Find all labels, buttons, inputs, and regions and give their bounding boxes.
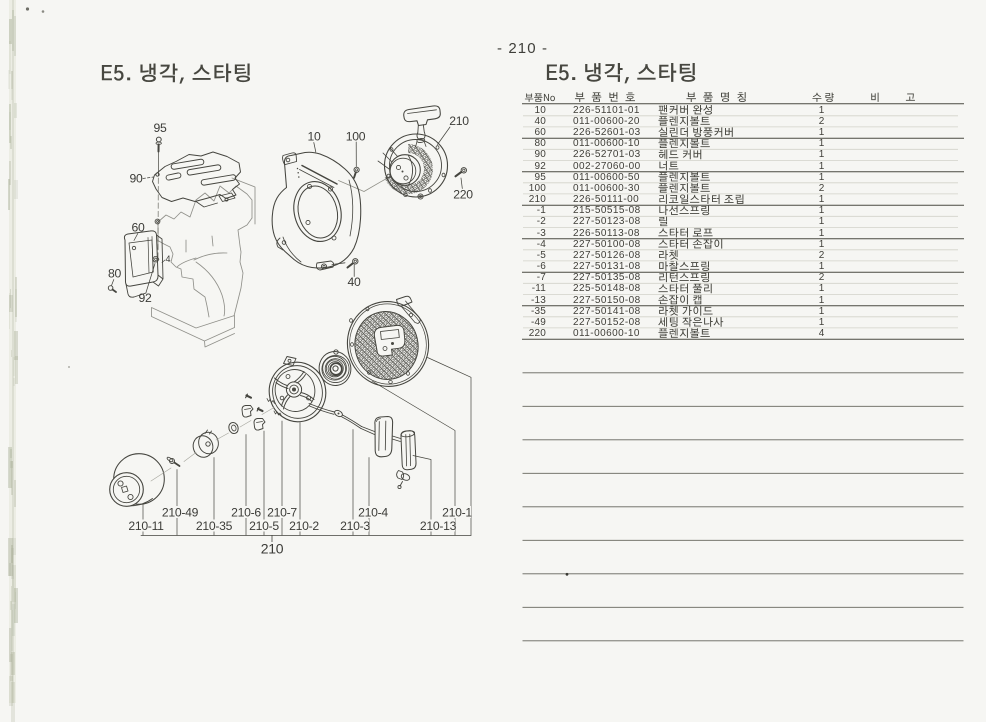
svg-text:210: 210 bbox=[261, 541, 284, 557]
svg-text:95: 95 bbox=[154, 121, 167, 135]
svg-text:40: 40 bbox=[348, 275, 361, 289]
svg-text:210: 210 bbox=[449, 114, 469, 128]
svg-text:210-49: 210-49 bbox=[162, 506, 199, 520]
svg-text:90: 90 bbox=[130, 171, 143, 185]
svg-text:210-2: 210-2 bbox=[289, 519, 319, 533]
svg-text:4: 4 bbox=[165, 254, 170, 264]
svg-text:210-1: 210-1 bbox=[442, 506, 472, 520]
svg-text:210-7: 210-7 bbox=[267, 506, 297, 520]
svg-text:210-35: 210-35 bbox=[196, 519, 233, 533]
svg-text:210-11: 210-11 bbox=[128, 519, 164, 533]
svg-text:100: 100 bbox=[346, 130, 366, 144]
svg-text:210-6: 210-6 bbox=[231, 506, 261, 520]
svg-text:210-3: 210-3 bbox=[340, 519, 370, 533]
svg-text:92: 92 bbox=[139, 291, 152, 305]
svg-text:10: 10 bbox=[308, 130, 321, 144]
svg-text:210-5: 210-5 bbox=[249, 519, 279, 533]
svg-text:210-4: 210-4 bbox=[358, 506, 388, 520]
svg-text:80: 80 bbox=[108, 267, 121, 281]
svg-text:220: 220 bbox=[453, 188, 473, 202]
svg-text:60: 60 bbox=[132, 221, 145, 235]
svg-text:210-13: 210-13 bbox=[420, 519, 457, 533]
